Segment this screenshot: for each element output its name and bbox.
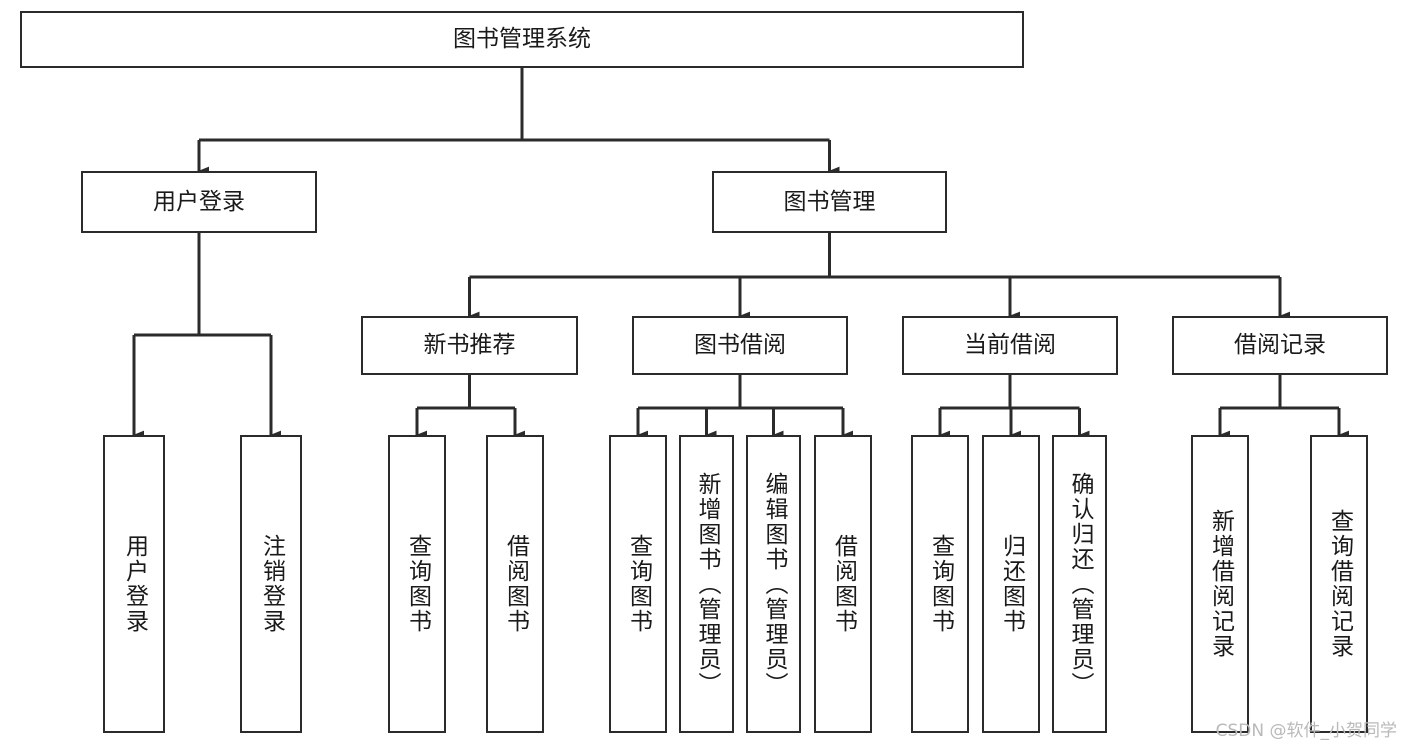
node-book-management[interactable]: 图书管理 [712,171,947,233]
node-leaf-borrow-book-2[interactable]: 借阅图书 [814,435,872,733]
node-leaf-edit-book-admin[interactable]: 编辑图书（管理员） [746,435,801,733]
node-leaf-query-book-2-label: 查询图书 [625,534,652,634]
node-root-label: 图书管理系统 [453,26,591,53]
node-user-login[interactable]: 用户登录 [81,171,317,233]
node-leaf-query-book-1[interactable]: 查询图书 [388,435,446,733]
node-book-borrow[interactable]: 图书借阅 [632,316,848,375]
node-leaf-query-book-1-label: 查询图书 [404,534,431,634]
node-leaf-query-book-2[interactable]: 查询图书 [609,435,667,733]
node-leaf-return-book[interactable]: 归还图书 [982,435,1040,733]
node-leaf-add-book-admin-label: 新增图书（管理员） [694,471,720,697]
node-book-management-label: 图书管理 [783,188,876,215]
node-leaf-confirm-return-admin[interactable]: 确认归还（管理员） [1052,435,1107,733]
node-new-book-recommend-label: 新书推荐 [423,332,516,359]
node-leaf-borrow-book-1-label: 借阅图书 [502,534,529,634]
node-leaf-add-borrow-record-label: 新增借阅记录 [1207,509,1234,659]
node-book-borrow-label: 图书借阅 [694,332,786,359]
node-current-borrow-label: 当前借阅 [964,332,1056,359]
node-leaf-query-book-3-label: 查询图书 [927,534,954,634]
node-user-login-label: 用户登录 [153,188,245,215]
node-new-book-recommend[interactable]: 新书推荐 [361,316,578,375]
node-leaf-edit-book-admin-label: 编辑图书（管理员） [761,471,787,697]
node-leaf-user-login-label: 用户登录 [121,534,148,634]
node-leaf-query-borrow-record-label: 查询借阅记录 [1326,509,1353,659]
connector-lines [132,68,1350,440]
node-borrow-record[interactable]: 借阅记录 [1172,316,1388,375]
node-root[interactable]: 图书管理系统 [20,11,1024,68]
node-borrow-record-label: 借阅记录 [1234,332,1326,359]
node-current-borrow[interactable]: 当前借阅 [902,316,1118,375]
node-leaf-logout[interactable]: 注销登录 [240,435,302,733]
node-leaf-return-book-label: 归还图书 [998,534,1025,634]
node-leaf-confirm-return-admin-label: 确认归还（管理员） [1067,471,1093,697]
node-leaf-query-borrow-record[interactable]: 查询借阅记录 [1310,435,1368,733]
node-leaf-borrow-book-1[interactable]: 借阅图书 [486,435,544,733]
node-leaf-user-login[interactable]: 用户登录 [103,435,165,733]
node-leaf-borrow-book-2-label: 借阅图书 [830,534,857,634]
node-leaf-query-book-3[interactable]: 查询图书 [911,435,969,733]
node-leaf-add-book-admin[interactable]: 新增图书（管理员） [679,435,734,733]
node-leaf-logout-label: 注销登录 [258,534,285,634]
node-leaf-add-borrow-record[interactable]: 新增借阅记录 [1191,435,1249,733]
